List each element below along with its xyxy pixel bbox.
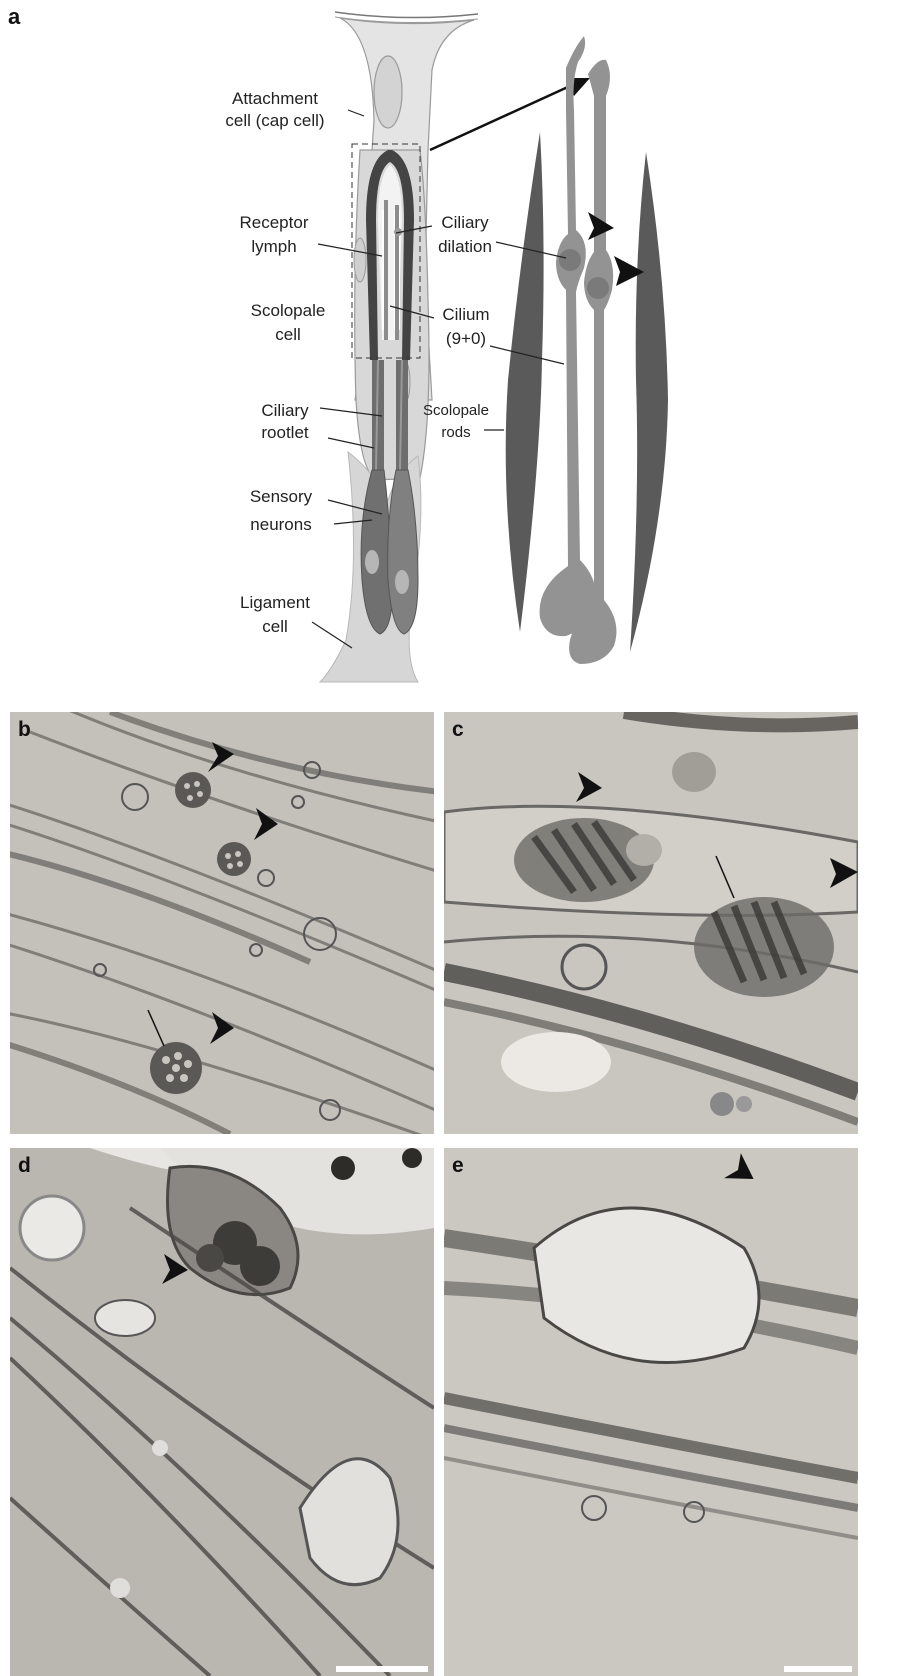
scale-bar-d (336, 1666, 428, 1672)
label-attachment-cell-2: cell (cap cell) (225, 111, 324, 130)
panel-d-micrograph: d (10, 1148, 434, 1676)
panel-e-micrograph: e (444, 1148, 858, 1676)
separator-vertical (434, 712, 444, 1676)
label-scolopale-cell-2: cell (275, 325, 301, 344)
cilium-left (540, 36, 597, 636)
label-ligament-cell: Ligament (240, 593, 310, 612)
label-scolopale-rods: Scolopale (423, 402, 489, 419)
label-ciliary-rootlet-2: rootlet (261, 423, 309, 442)
panel-b-micrograph: b (10, 712, 434, 1134)
label-ciliary-dilation: Ciliary (441, 213, 489, 232)
label-cilium-2: (9+0) (446, 329, 486, 348)
panel-b-letter: b (18, 718, 31, 742)
label-receptor-lymph: Receptor (240, 213, 309, 232)
separator-horizontal (10, 1134, 858, 1148)
label-sensory-neurons: Sensory (250, 487, 313, 506)
label-ciliary-rootlet: Ciliary (261, 401, 309, 420)
scale-bar-e (784, 1666, 852, 1672)
label-ligament-cell-2: cell (262, 617, 288, 636)
label-sensory-neurons-2: neurons (250, 515, 311, 534)
scolopale-rod-left (506, 132, 544, 632)
label-ciliary-dilation-2: dilation (438, 237, 492, 256)
label-receptor-lymph-2: lymph (251, 237, 296, 256)
panel-c-letter: c (452, 718, 464, 742)
panel-e-letter: e (452, 1154, 464, 1178)
panel-c-micrograph: c (444, 712, 858, 1134)
label-scolopale-rods-2: rods (441, 424, 470, 441)
enlarged-cilia (506, 36, 668, 664)
label-scolopale-cell: Scolopale (251, 301, 326, 320)
panel-a-diagram: Attachment cell (cap cell) Receptor lymp… (0, 0, 917, 700)
label-cilium: Cilium (442, 305, 489, 324)
panel-d-letter: d (18, 1154, 31, 1178)
scolopale-rod-right (630, 152, 668, 652)
label-attachment-cell: Attachment (232, 89, 318, 108)
